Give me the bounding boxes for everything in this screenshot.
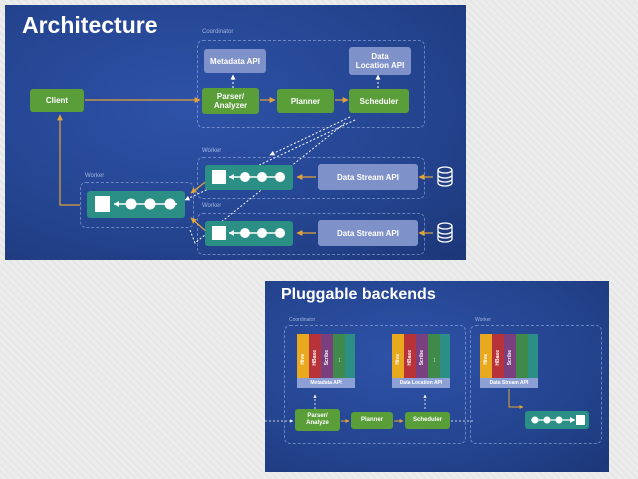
backend-label-scribe: Scribe — [507, 350, 513, 366]
slide-title: Architecture — [22, 12, 158, 38]
coordinator-group — [284, 325, 466, 444]
architecture-connectors — [57, 74, 433, 244]
coordinator-group — [197, 40, 425, 128]
pipeline-icon — [212, 226, 285, 240]
parser-analyzer-box: Parser/ Analyzer — [202, 88, 259, 114]
backend-label-hive: Hive — [483, 354, 489, 365]
scheduler-box: Scheduler — [405, 412, 450, 429]
pipeline-icon — [212, 170, 285, 184]
worker-label-1: Worker — [202, 148, 222, 154]
backend-label-hbase: HBase — [495, 350, 501, 366]
pipeline-icon — [95, 196, 177, 212]
scheduler-box: Scheduler — [349, 89, 409, 113]
worker-group-2 — [197, 213, 425, 255]
backend-label-more: ... — [431, 358, 437, 363]
worker-pipeline — [525, 411, 589, 429]
planner-box: Planner — [351, 412, 393, 429]
parser-analyze-box: Parser/ Analyze — [295, 409, 340, 431]
worker-group — [470, 325, 602, 444]
data-location-backend-stack: Hive HBase Scribe ... — [392, 334, 450, 378]
client-box: Client — [30, 89, 84, 112]
slide-title: Pluggable backends — [281, 286, 436, 303]
backend-label-more: ... — [336, 358, 342, 363]
backend-label-scribe: Scribe — [324, 350, 330, 366]
worker-label-2: Worker — [202, 203, 222, 209]
backend-label-scribe: Scribe — [419, 350, 425, 366]
architecture-slide: Architecture Coordinator Worker Worker W… — [5, 5, 466, 260]
database-icon-2 — [437, 222, 453, 243]
data-stream-api-box-1: Data Stream API — [318, 164, 418, 190]
backend-label-hive: Hive — [300, 354, 306, 365]
backend-label-hbase: HBase — [312, 350, 318, 366]
coordinator-label: Coordinator — [202, 29, 234, 35]
backends-connectors — [265, 389, 524, 423]
metadata-api-box: Metadata API — [204, 49, 266, 73]
data-stream-api-bar: Data Stream API — [480, 378, 538, 388]
database-icon-1 — [437, 166, 453, 187]
backend-label-hbase: HBase — [407, 350, 413, 366]
worker-group-client — [80, 182, 194, 228]
data-location-api-bar: Data Location API — [392, 378, 450, 388]
worker-label: Worker — [475, 317, 492, 323]
coordinator-label: Coordinator — [289, 317, 316, 323]
pluggable-backends-slide: Pluggable backends Coordinator Worker Hi… — [265, 281, 609, 472]
client-worker-pipeline — [87, 191, 185, 218]
backend-label-hive: Hive — [395, 354, 401, 365]
data-location-api-box: Data Location API — [349, 47, 411, 75]
worker-group-1 — [197, 157, 425, 199]
metadata-api-bar: Metadata API — [297, 378, 355, 388]
planner-box: Planner — [277, 89, 334, 113]
pipeline-icon — [531, 415, 585, 425]
worker-pipeline-2 — [205, 221, 293, 246]
metadata-backend-stack: Hive HBase Scribe ... — [297, 334, 355, 378]
worker-label-client: Worker — [85, 173, 105, 179]
data-stream-backend-stack: Hive HBase Scribe — [480, 334, 538, 378]
data-stream-api-box-2: Data Stream API — [318, 220, 418, 246]
worker-pipeline-1 — [205, 165, 293, 190]
